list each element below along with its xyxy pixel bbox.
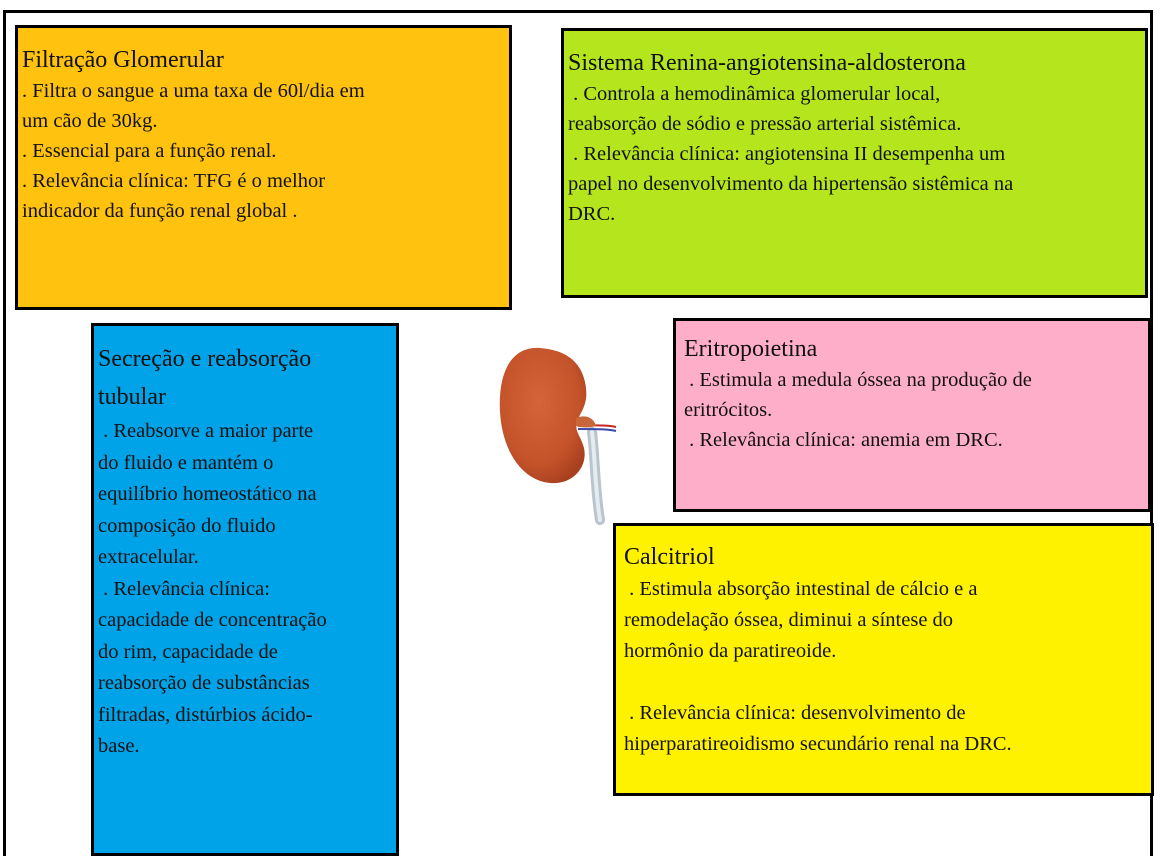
renal-vessels <box>577 428 617 432</box>
ureter-inner <box>590 430 602 522</box>
sraa-line: . Relevância clínica: angiotensina II de… <box>568 143 1006 165</box>
calcitriol-line: . Relevância clínica: desenvolvimento de <box>624 702 966 724</box>
kidney-body <box>499 347 587 484</box>
sraa-line: DRC. <box>568 203 616 225</box>
calcitriol-line: hormônio da paratireoide. <box>624 640 837 662</box>
secrecao-line: extracelular. <box>98 546 199 568</box>
secrecao-line: reabsorção de substâncias <box>98 672 310 694</box>
calcitriol-box: Calcitriol . Estimula absorção intestina… <box>613 523 1154 796</box>
eritropoietina-box: Eritropoietina . Estimula a medula óssea… <box>673 318 1151 512</box>
filtracao-line: um cão de 30kg. <box>22 110 158 132</box>
eritropoietina-line: eritrócitos. <box>684 399 773 421</box>
secrecao-line: . Relevância clínica: <box>98 577 270 600</box>
sraa-line: papel no desenvolvimento da hipertensão … <box>568 173 1014 195</box>
secrecao-line: composição do fluido <box>98 514 276 537</box>
secrecao-line: do fluido e mantém o <box>98 451 274 474</box>
secrecao-line: filtradas, distúrbios ácido- <box>98 703 313 726</box>
secrecao-title: tubular <box>98 384 166 410</box>
sraa-line: reabsorção de sódio e pressão arterial s… <box>568 113 962 135</box>
paragraph-gap <box>624 667 1147 698</box>
filtracao-title: Filtração Glomerular <box>22 47 224 73</box>
sraa-box: Sistema Renina-angiotensina-aldosterona … <box>561 28 1148 298</box>
secrecao-line: capacidade de concentração <box>98 609 327 631</box>
filtracao-line: . Essencial para a função renal. <box>22 140 277 162</box>
calcitriol-line: remodelação óssea, diminui a síntese do <box>624 609 954 631</box>
filtracao-line: . Relevância clínica: TFG é o melhor <box>22 170 326 192</box>
kidney-icon <box>499 347 617 525</box>
secrecao-line: base. <box>98 735 140 757</box>
kidney-illustration <box>470 330 630 530</box>
sraa-line: . Controla a hemodinâmica glomerular loc… <box>568 83 941 105</box>
filtracao-line: indicador da função renal global . <box>22 200 298 222</box>
sraa-title: Sistema Renina-angiotensina-aldosterona <box>568 50 966 76</box>
eritropoietina-title: Eritropoietina <box>684 336 818 362</box>
renal-pelvis <box>576 416 596 428</box>
calcitriol-line: hiperparatireoidismo secundário renal na… <box>624 733 1012 755</box>
calcitriol-title: Calcitriol <box>624 544 715 570</box>
filtracao-line: . Filtra o sangue a uma taxa de 60l/dia … <box>22 80 365 102</box>
secrecao-line: do rim, capacidade de <box>98 640 278 663</box>
eritropoietina-line: . Estimula a medula óssea na produção de <box>684 369 1032 391</box>
secrecao-line: . Reabsorve a maior parte <box>98 420 314 442</box>
secrecao-line: equilíbrio homeostático na <box>98 483 317 505</box>
filtracao-glomerular-box: Filtração Glomerular . Filtra o sangue a… <box>15 25 512 310</box>
secrecao-reabsorcao-box: Secreção e reabsorção tubular . Reabsorv… <box>91 323 399 856</box>
calcitriol-line: . Estimula absorção intestinal de cálcio… <box>624 578 978 600</box>
eritropoietina-line: . Relevância clínica: anemia em DRC. <box>684 429 1003 451</box>
secrecao-title: Secreção e reabsorção <box>98 346 312 372</box>
